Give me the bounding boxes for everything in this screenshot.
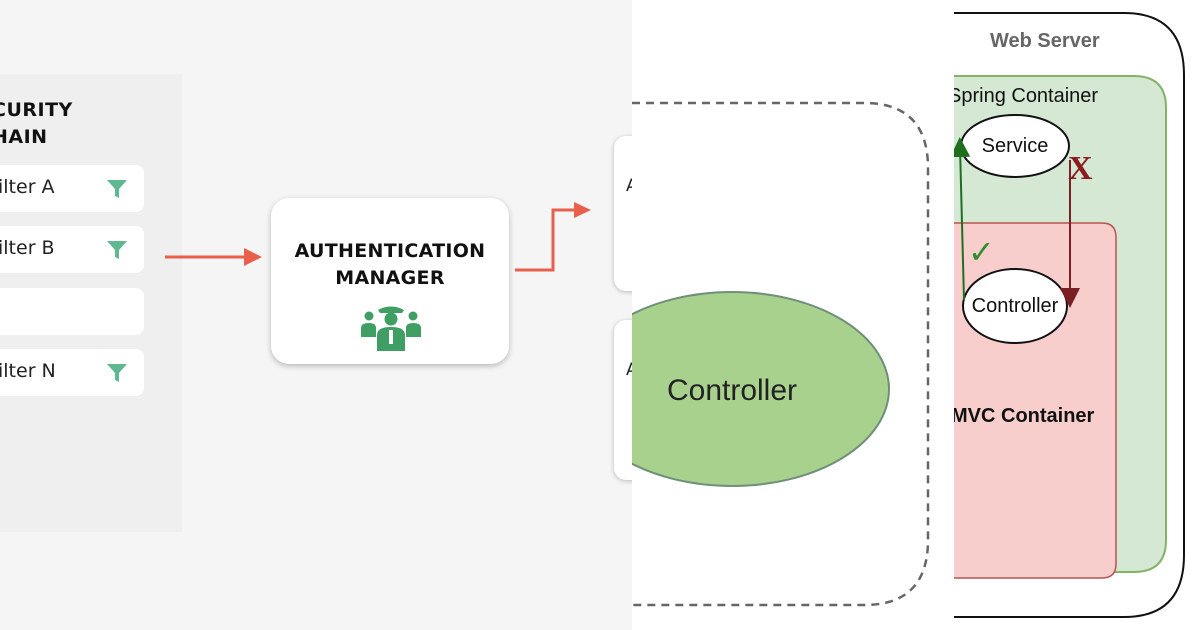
provider-box-bottom: A	[614, 320, 632, 480]
controller-label: Controller	[667, 374, 797, 407]
dashed-container	[632, 101, 930, 607]
filter-label: ilter A	[0, 176, 55, 198]
controller-node-label: Controller	[971, 295, 1059, 317]
chain-title-line-1: CURITY	[0, 99, 73, 121]
mvc-container-label: MVC Container	[954, 405, 1095, 427]
spring-container-label: Spring Container	[954, 85, 1099, 107]
funnel-icon	[107, 364, 127, 382]
auth-title-line-2: MANAGER	[335, 267, 445, 289]
filter-item-empty	[0, 288, 144, 335]
provider-letter: A	[626, 360, 632, 380]
chain-title-line-2: HAIN	[0, 126, 48, 148]
controller-panel: Controller	[632, 0, 954, 630]
security-team-icon	[361, 306, 421, 351]
checkmark-icon: ✓	[968, 233, 995, 271]
web-server-label: Web Server	[990, 30, 1100, 52]
controller-ellipse	[632, 291, 890, 487]
service-label: Service	[981, 135, 1049, 157]
filter-item-b: ilter B	[0, 226, 144, 273]
filter-item-n: ilter N	[0, 349, 144, 396]
authentication-manager-box: AUTHENTICATION MANAGER	[271, 198, 509, 364]
arrow-to-provider	[515, 202, 591, 272]
provider-box-top: A	[614, 136, 632, 291]
web-server-panel: Web Server Spring Container Service Cont…	[954, 0, 1200, 630]
allowed-arrow	[954, 137, 971, 301]
filter-item-a: ilter A	[0, 165, 144, 212]
funnel-icon	[107, 180, 127, 198]
security-chain-panel: CURITY HAIN ilter A ilter B ilter N	[0, 97, 632, 480]
security-chain-title: CURITY HAIN	[0, 97, 73, 151]
filter-label: ilter N	[0, 360, 56, 382]
funnel-icon	[107, 241, 127, 259]
container-diagram	[954, 12, 1185, 618]
controller-diagram: Controller	[632, 101, 930, 607]
arrow-to-auth-manager	[165, 248, 262, 266]
auth-manager-title: AUTHENTICATION MANAGER	[271, 238, 509, 292]
cross-mark-icon: X	[1068, 150, 1093, 187]
left-arrows	[165, 202, 591, 272]
provider-letter: A	[626, 176, 632, 196]
filter-label: ilter B	[0, 237, 55, 259]
auth-title-line-1: AUTHENTICATION	[294, 240, 486, 262]
